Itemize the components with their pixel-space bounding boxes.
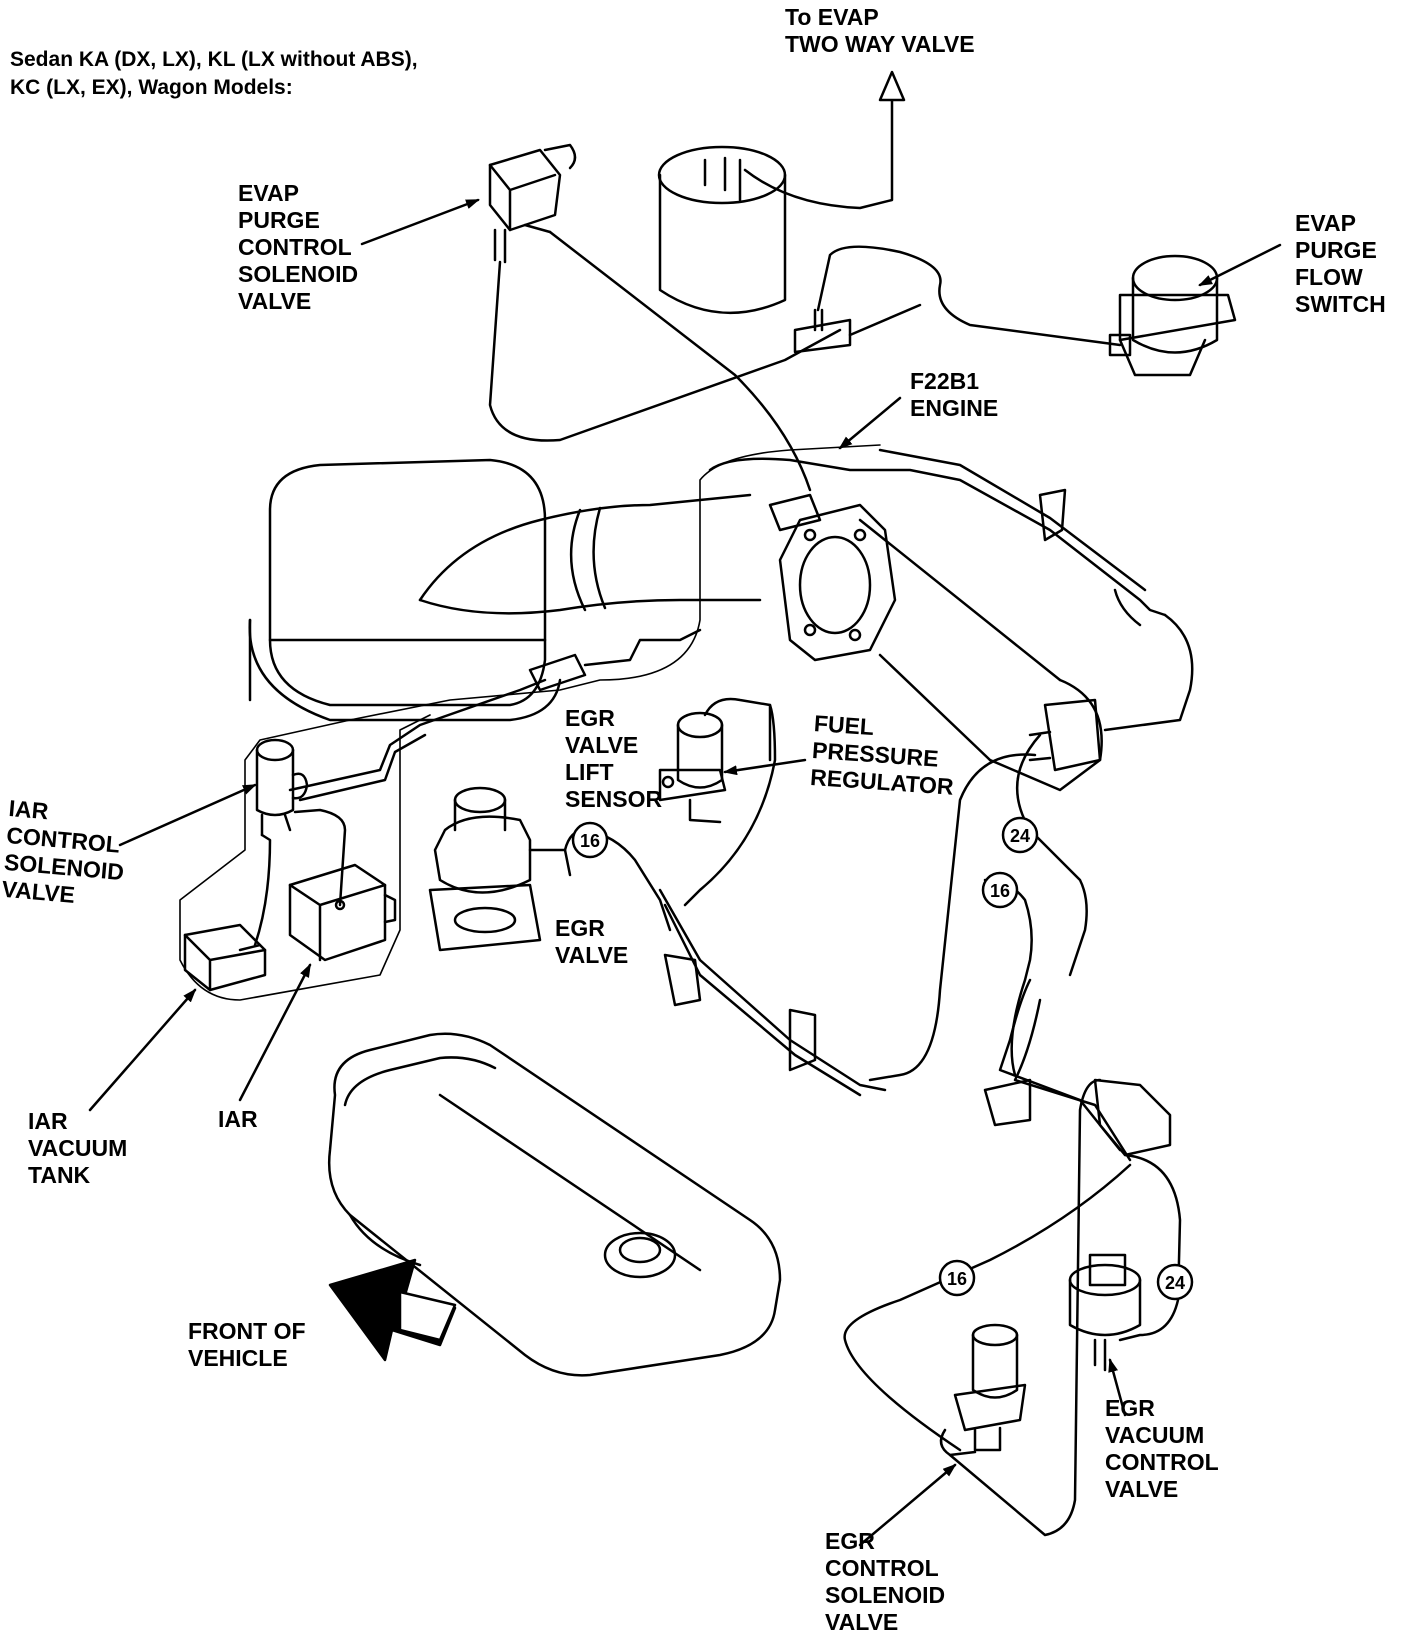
lower-vacuum-pipe-assembly (658, 888, 887, 1092)
label-iar-vacuum-tank: IAR VACUUM TANK (28, 1108, 128, 1188)
label-iar-control-solenoid-valve: IAR CONTROL SOLENOID VALVE (0, 795, 125, 908)
hose-size-marker: 16 (938, 1259, 976, 1297)
t-to-right-hose (848, 303, 922, 337)
label-to-evap-two-way-valve: To EVAP TWO WAY VALVE (785, 4, 975, 57)
svg-text:16: 16 (580, 831, 600, 851)
right-pipe-to-bracket (998, 978, 1122, 1152)
leader-iar-control-solenoid (118, 783, 257, 847)
short-pipe (1113, 588, 1142, 627)
plenum-to-egr-hose (868, 753, 1037, 1082)
evap-purge-control-solenoid-valve (488, 143, 577, 264)
label-egr-vacuum-control-valve: EGR VACUUM CONTROL VALVE (1105, 1395, 1219, 1502)
purge-solenoid-hose-down (488, 260, 842, 442)
canister-to-flow-switch-hose (816, 245, 1122, 347)
label-egr-control-solenoid-valve: EGR CONTROL SOLENOID VALVE (825, 1528, 946, 1635)
hose-size-marker: 24 (1156, 1263, 1194, 1301)
fuel-pressure-regulator (658, 697, 772, 824)
engine-bracket-upper (1038, 488, 1067, 542)
evap-canister (657, 145, 787, 315)
vacuum-filter-box (1093, 1078, 1172, 1157)
leader-egr-vacuum-control (1108, 1358, 1127, 1417)
iar-hose-to-duct (583, 628, 702, 667)
label-evap-purge-control-solenoid-valve: EVAP PURGE CONTROL SOLENOID VALVE (238, 180, 359, 314)
svg-text:16: 16 (990, 881, 1010, 901)
tank-to-solenoid-hose (253, 833, 272, 947)
leader-engine (838, 396, 902, 450)
leader-iar-vacuum-tank (88, 988, 197, 1112)
svg-text:16: 16 (947, 1269, 967, 1289)
models-heading: Sedan KA (DX, LX), KL (LX without ABS), … (10, 48, 418, 99)
plenum-to-vacuum-control-hose-24 (1015, 733, 1088, 977)
iar-solenoid-hose-up-b (298, 733, 427, 802)
purge-solenoid-hose-engine (548, 230, 812, 492)
leader-evap-purge-control (360, 198, 480, 246)
label-iar: IAR (218, 1106, 258, 1132)
t-fitting (793, 308, 852, 354)
lower-vacuum-pipe-assembly-b (663, 903, 862, 1097)
iar-check-valve (528, 653, 587, 692)
egr-vacuum-control-valve (1068, 1253, 1142, 1372)
leader-egr-control-solenoid (858, 1463, 957, 1547)
throttle-body (768, 493, 897, 662)
solenoid-hose-16 (843, 1163, 1132, 1452)
plenum-vacuum-fitting (1028, 698, 1102, 772)
evap-purge-flow-switch (1108, 254, 1237, 377)
regulator-vacuum-hose (683, 703, 777, 907)
lower-bracket-1 (663, 953, 702, 1007)
engine-outline (179, 444, 881, 1001)
intake-duct (418, 493, 762, 615)
egr-control-solenoid-valve (939, 1323, 1027, 1457)
upper-vacuum-pipe-b (878, 448, 1147, 592)
filter-hose-right (1118, 1153, 1182, 1342)
front-of-vehicle-arrow-outline (398, 1290, 457, 1342)
iar-vacuum-tank (183, 923, 267, 992)
hose-size-marker: 16 (571, 821, 609, 859)
leader-iar (238, 963, 312, 1102)
label-evap-purge-flow-switch: EVAP PURGE FLOW SWITCH (1295, 210, 1386, 317)
right-pipe-to-bracket-b (1013, 998, 1132, 1162)
hose-size-marker: 16 (981, 871, 1019, 909)
upper-vacuum-pipe (708, 457, 1167, 617)
label-egr-valve: EGR VALVE (555, 915, 629, 968)
svg-text:24: 24 (1010, 826, 1030, 846)
leader-evap-purge-flow (1198, 243, 1282, 287)
label-fuel-pressure-regulator: FUEL PRESSURE REGULATOR (809, 710, 955, 800)
filter-hose-left (948, 1078, 1102, 1537)
hose-size-marker: 24 (1001, 816, 1039, 854)
lower-bracket-2 (788, 1008, 817, 1072)
iar-unit (288, 863, 397, 962)
lower-bracket-3 (983, 1078, 1032, 1127)
two-way-valve-arrow (878, 70, 906, 102)
svg-text:24: 24 (1165, 1273, 1185, 1293)
air-cleaner-housing (248, 458, 562, 722)
leader-fuel-regulator (723, 758, 807, 776)
label-engine: F22B1 ENGINE (910, 368, 999, 421)
right-loop-hose (1103, 613, 1194, 732)
iar-hose (293, 808, 347, 907)
iar-solenoid-hose-up (288, 678, 547, 792)
valve-cover (328, 1032, 782, 1377)
egr-valve (428, 786, 572, 952)
to-two-way-valve-hose (743, 93, 894, 210)
label-front-of-vehicle: FRONT OF VEHICLE (188, 1318, 306, 1371)
label-egr-valve-lift-sensor: EGR VALVE LIFT SENSOR (565, 705, 663, 812)
